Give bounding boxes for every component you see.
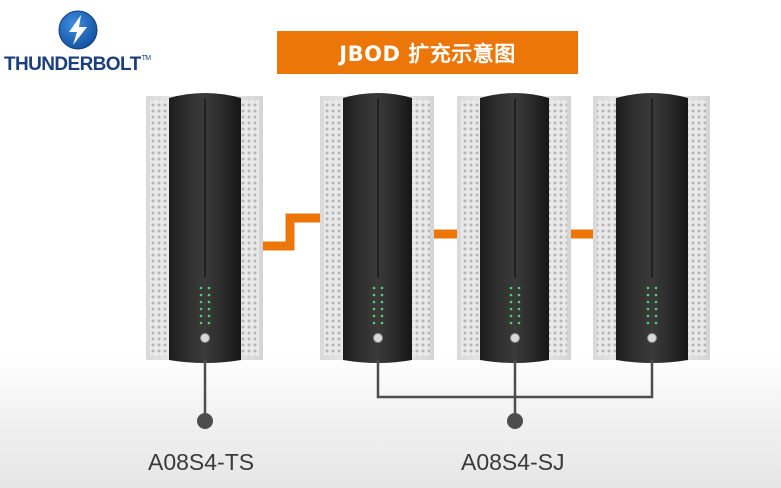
label-host-model: A08S4-TS <box>148 449 255 475</box>
storage-device-host <box>146 93 263 363</box>
logo-text: THUNDERBOLT <box>4 54 141 75</box>
storage-device-expansion-3 <box>593 93 710 363</box>
storage-device-expansion-1 <box>320 93 434 363</box>
cable-host-to-expansion-1 <box>262 213 322 251</box>
power-button-icon <box>647 333 657 343</box>
thunderbolt-logo: THUNDERBOLTTM <box>4 6 154 76</box>
leader-node-expansion <box>507 413 523 429</box>
power-button-icon <box>510 333 520 343</box>
thunderbolt-bolt-icon <box>58 10 98 50</box>
storage-device-expansion-2 <box>457 93 571 363</box>
power-button-icon <box>373 333 383 343</box>
power-button-icon <box>200 333 210 343</box>
leader-node-host <box>197 413 213 429</box>
indicator-leds <box>199 286 211 325</box>
indicator-leds <box>372 286 384 325</box>
thunderbolt-wordmark: THUNDERBOLTTM <box>4 55 151 74</box>
trademark-mark: TM <box>141 55 152 62</box>
indicator-leds <box>509 286 521 325</box>
label-expansion-model: A08S4-SJ <box>461 449 565 475</box>
diagram-title: JBOD 扩充示意图 <box>277 31 578 74</box>
indicator-leds <box>646 286 658 325</box>
